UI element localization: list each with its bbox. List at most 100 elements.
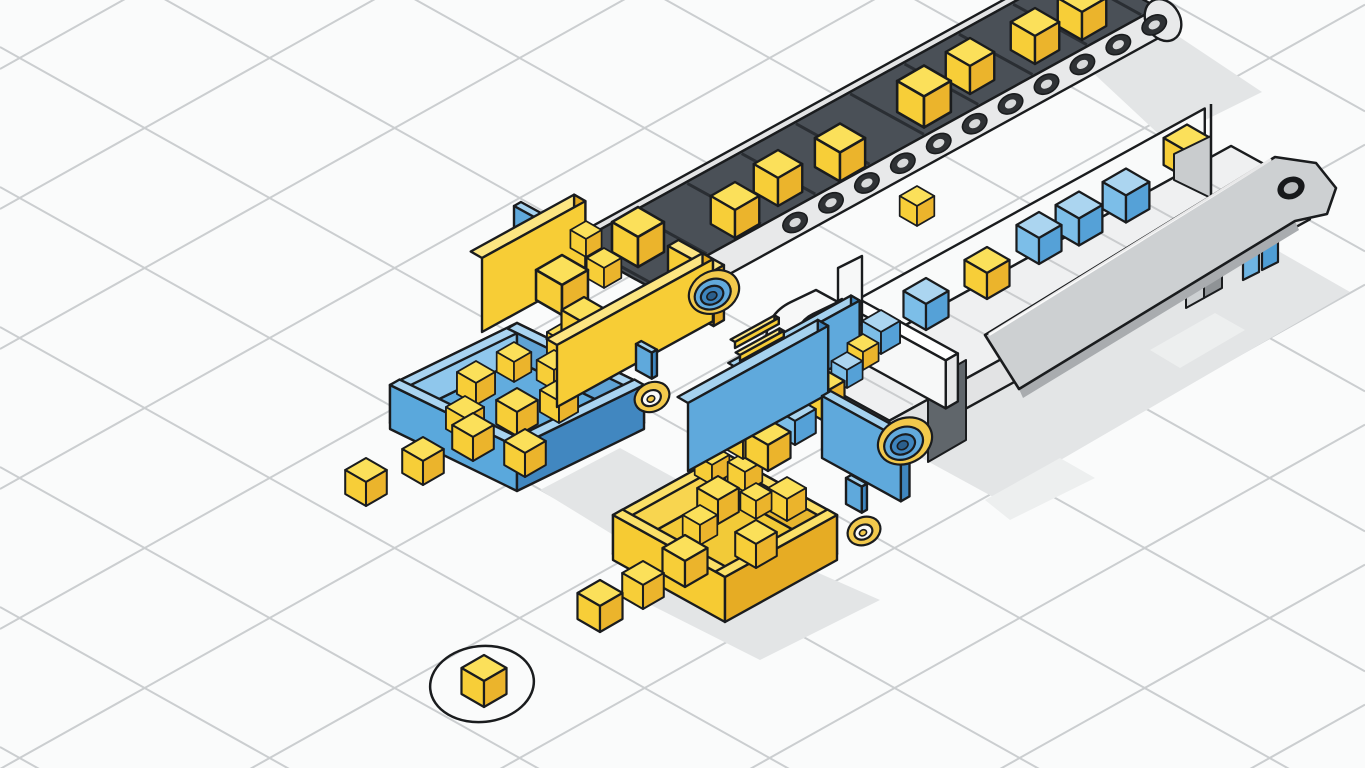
cube-right-face bbox=[755, 491, 773, 520]
cube-right-face bbox=[786, 487, 807, 522]
cube-right-face bbox=[475, 371, 496, 406]
cube-right-face bbox=[585, 229, 603, 258]
grid-line bbox=[0, 326, 790, 768]
blue-plate bbox=[676, 318, 830, 473]
grid-line bbox=[0, 3, 1365, 768]
dark-conveyor bbox=[564, 0, 1183, 292]
chain-roller bbox=[1141, 14, 1168, 36]
cube-right-face bbox=[513, 351, 533, 383]
yellow-plate bbox=[729, 314, 780, 350]
blue-plate bbox=[634, 339, 659, 380]
blue-cube bbox=[1015, 210, 1063, 266]
yellow-cube bbox=[1056, 0, 1108, 42]
yellow-cube bbox=[734, 518, 778, 570]
plate-end bbox=[944, 352, 960, 410]
plate-face bbox=[634, 342, 653, 380]
spilled-cubes bbox=[344, 411, 495, 508]
roller-inner bbox=[969, 119, 981, 129]
grid-line bbox=[0, 46, 1290, 768]
yellow-cube bbox=[1009, 6, 1061, 66]
roller-inner bbox=[1040, 79, 1053, 89]
cube-right-face bbox=[1080, 0, 1108, 42]
cube-right-face bbox=[699, 514, 719, 546]
grid-line bbox=[999, 563, 1365, 768]
cube-right-face bbox=[916, 195, 936, 227]
cube-right-face bbox=[421, 447, 445, 487]
right-sorter-station bbox=[576, 254, 934, 634]
yellow-cube bbox=[610, 205, 666, 269]
roller-wheel bbox=[687, 269, 741, 315]
cube-right-face bbox=[838, 136, 867, 183]
cube-right-face bbox=[636, 220, 666, 269]
plate-face bbox=[555, 258, 715, 409]
chain-roller bbox=[853, 172, 880, 194]
cube-right-face bbox=[1037, 223, 1063, 266]
wheel-ring bbox=[858, 528, 868, 537]
cube-right-face bbox=[754, 530, 778, 570]
shadow-patch-2 bbox=[1150, 313, 1245, 368]
cube-right-face bbox=[683, 546, 709, 589]
yellow-cube bbox=[576, 578, 624, 634]
cube-right-face bbox=[1033, 20, 1061, 66]
shadow-left-bin bbox=[540, 448, 700, 536]
arm-hole-center bbox=[1283, 182, 1299, 194]
arm-body bbox=[983, 155, 1338, 391]
chain-roller bbox=[997, 93, 1024, 115]
yellow-cube bbox=[495, 341, 533, 383]
grid-line bbox=[0, 746, 40, 768]
yellow-cube bbox=[661, 533, 709, 589]
dark-conveyor-cubes bbox=[610, 0, 1108, 269]
cube-right-face bbox=[776, 162, 804, 208]
wheel-ring bbox=[896, 439, 909, 451]
cube-right-face bbox=[482, 666, 508, 709]
yellow-cube bbox=[534, 253, 590, 317]
grid-line bbox=[0, 466, 540, 768]
grid-line bbox=[1249, 703, 1365, 768]
yellow-cube bbox=[401, 435, 445, 487]
yellow-cube bbox=[621, 559, 665, 611]
yellow-cube bbox=[709, 180, 761, 240]
grid-line bbox=[0, 0, 626, 350]
cube-right-face bbox=[603, 257, 623, 289]
highlighted-cube bbox=[428, 644, 536, 724]
plate-face bbox=[733, 316, 780, 350]
roller-inner bbox=[861, 178, 873, 188]
cube-right-face bbox=[641, 571, 665, 611]
roller-wheel bbox=[876, 416, 934, 466]
roller-wheel bbox=[846, 515, 882, 547]
cube-right-face bbox=[985, 258, 1011, 301]
spilled-cubes bbox=[576, 559, 665, 634]
yellow-cube bbox=[451, 411, 495, 463]
belt-slat bbox=[1111, 0, 1142, 17]
yellow-cube bbox=[813, 122, 867, 183]
grid-line bbox=[749, 423, 1365, 768]
highlight-circle bbox=[428, 644, 536, 724]
blue-cube bbox=[902, 276, 950, 332]
bin-cubes bbox=[661, 444, 807, 589]
grid-line bbox=[0, 0, 876, 490]
blue-plate bbox=[844, 473, 869, 514]
shadow-conveyor bbox=[885, 232, 1350, 498]
cube-right-face bbox=[793, 407, 817, 447]
cube-right-face bbox=[733, 194, 761, 240]
chain-roller bbox=[961, 112, 988, 135]
arm-edge-highlight bbox=[988, 158, 1272, 336]
yellow-plate bbox=[734, 327, 785, 363]
blue-cube bbox=[830, 351, 864, 389]
chain-roller bbox=[889, 152, 916, 175]
yellow-cube bbox=[739, 482, 773, 520]
plate-face bbox=[738, 329, 785, 363]
robotic-arm bbox=[983, 155, 1338, 398]
yellow-cube bbox=[585, 247, 623, 289]
grid-line bbox=[0, 606, 290, 768]
yellow-cube bbox=[767, 476, 807, 522]
roller-wheel bbox=[633, 380, 671, 414]
yellow-cube bbox=[460, 653, 508, 709]
wheel-ring bbox=[706, 290, 718, 301]
yellow-cube bbox=[495, 386, 539, 438]
yellow-cube bbox=[503, 427, 547, 479]
left-sorter-station bbox=[344, 193, 741, 508]
roller-inner bbox=[1004, 99, 1017, 109]
